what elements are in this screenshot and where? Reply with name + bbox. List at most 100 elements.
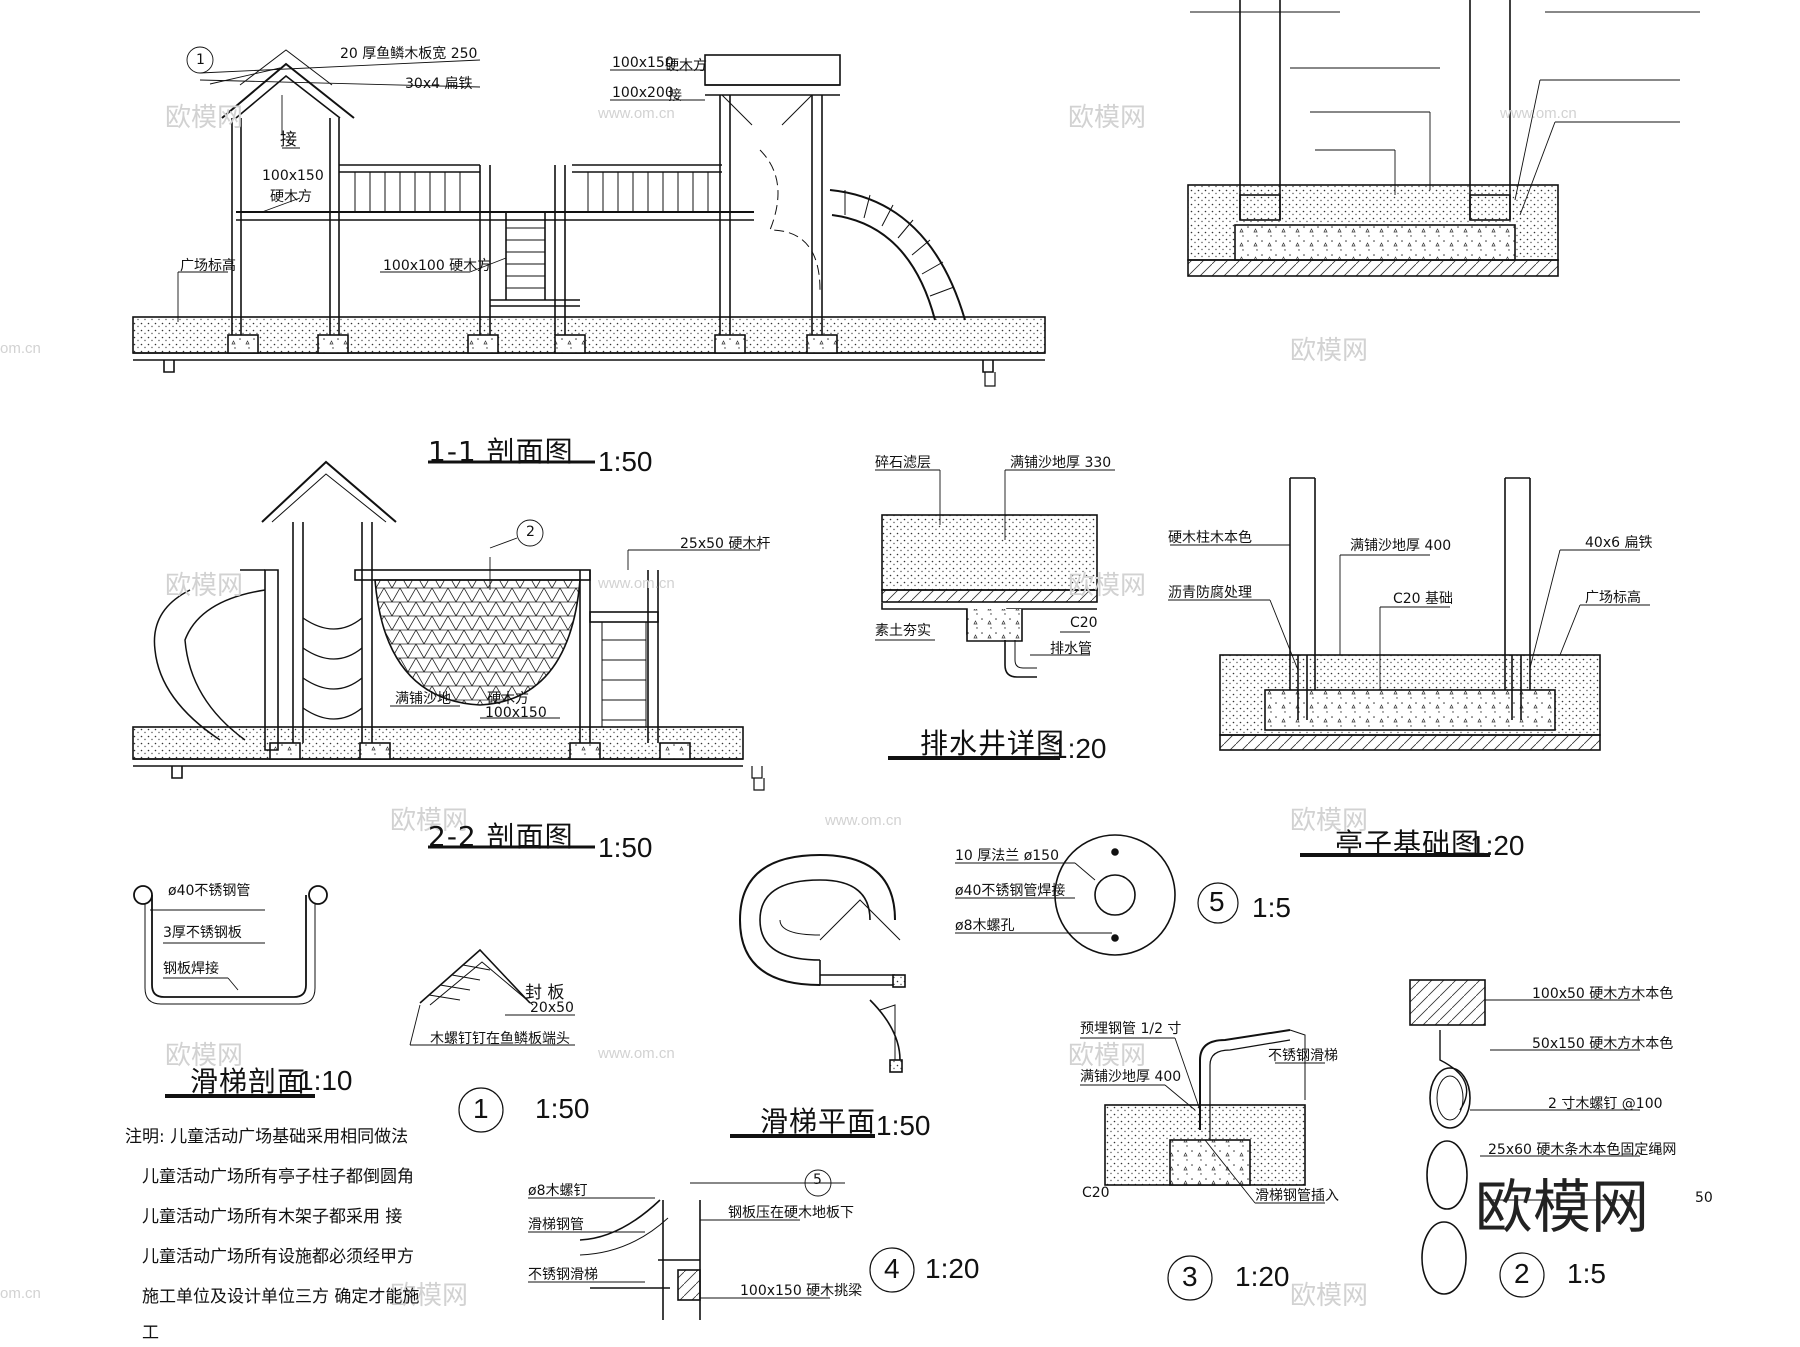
label-c20: C20 基础 (1393, 591, 1454, 607)
label-b: 50x150 硬木方木本色 (1532, 1036, 1674, 1052)
label-top-joint: 接 (668, 88, 682, 104)
note-line: 儿童活动广场所有木架子都采用 接 (142, 1207, 403, 1227)
label-cover-size: 20x50 (530, 1000, 574, 1016)
label-beam: 100x150 硬木挑梁 (740, 1283, 863, 1299)
label-c20: C20 (1082, 1185, 1110, 1201)
watermark-url: www.om.cn (825, 812, 902, 829)
watermark: 欧模网 (1068, 103, 1147, 133)
watermark: 欧模网 (1068, 1041, 1147, 1071)
drain-detail-scale: 1:20 (1052, 733, 1107, 764)
note-line: 工 (142, 1323, 159, 1343)
slide-section-scale: 1:10 (298, 1065, 353, 1096)
label-weld: 钢板焊接 (163, 961, 219, 977)
section-1-1-drawing (132, 46, 1046, 387)
label-e: 50 (1695, 1190, 1713, 1206)
callout-2: 2 (526, 524, 535, 540)
detail-2-drawing (1409, 979, 1640, 1298)
label-column: 硬木柱木本色 (1168, 530, 1252, 546)
section-1-1-title: 1-1 剖面图 (428, 435, 574, 468)
label-iron: 40x6 扁铁 (1585, 535, 1653, 551)
label-slide: 不锈钢滑梯 (1268, 1048, 1338, 1064)
label-plate: 钢板压在硬木地板下 (728, 1205, 854, 1221)
watermark-url: www.om.cn (598, 105, 675, 122)
label-gravel: 碎石滤层 (875, 455, 931, 471)
slide-plan-scale: 1:50 (876, 1110, 931, 1141)
label-rod: 25x50 硬木杆 (680, 536, 771, 552)
watermark-url: om.cn (0, 340, 41, 357)
note-line: 儿童活动广场所有亭子柱子都倒圆角 (142, 1167, 414, 1187)
watermark: 欧模网 (1290, 336, 1369, 366)
watermark-url: www.om.cn (1500, 105, 1577, 122)
callout-5: 5 (813, 1172, 822, 1188)
watermark-url: om.cn (0, 1285, 41, 1302)
detail-5-number: 5 (1209, 886, 1225, 917)
detail-1-drawing (409, 948, 575, 1133)
detail-2-scale: 1:5 (1567, 1258, 1606, 1289)
detail-3-scale: 1:20 (1235, 1261, 1290, 1292)
label-sand: 满铺沙地厚 330 (1010, 455, 1112, 471)
label-slide: 不锈钢滑梯 (528, 1267, 598, 1283)
label-sand-pit: 满铺沙地 (395, 691, 451, 707)
slide-plan-title: 滑梯平面 (760, 1105, 877, 1138)
label-tube-weld: ø40不锈钢管焊接 (955, 883, 1066, 899)
label-flange: 10 厚法兰 ø150 (955, 848, 1060, 864)
label-fish-scale: 20 厚鱼鳞木板宽 250 (340, 46, 478, 62)
watermark: 欧模网 (165, 103, 244, 133)
label-insert: 滑梯钢管插入 (1255, 1188, 1339, 1204)
note-line: 儿童活动广场所有设施都必须经甲方 (142, 1247, 414, 1267)
label-drain-pipe: 排水管 (1050, 641, 1092, 657)
label-plate: 3厚不锈钢板 (163, 925, 242, 941)
watermark-url: www.om.cn (598, 1045, 675, 1062)
slide-section-drawing (133, 885, 328, 1098)
label-compacted: 素土夯实 (875, 623, 931, 639)
label-d: 25x60 硬木条木本色固定绳网 (1488, 1142, 1677, 1158)
top-right-foundation-drawing (1187, 0, 1700, 277)
detail-4-scale: 1:20 (925, 1253, 980, 1284)
watermark: 欧模网 (1290, 806, 1369, 836)
watermark: 欧模网 (1290, 1281, 1369, 1311)
section-1-1-scale: 1:50 (598, 446, 653, 477)
detail-2-number: 2 (1514, 1258, 1530, 1289)
pavilion-foundation-title: 亭子基础图 (1335, 827, 1481, 860)
label-sand: 满铺沙地厚 400 (1350, 538, 1452, 554)
label-c: 2 寸木螺钉 @100 (1548, 1096, 1663, 1112)
label-screw: 木螺钉钉在鱼鳞板端头 (430, 1031, 570, 1047)
label-screw-hole: ø8木螺孔 (955, 918, 1015, 934)
label-top-100x150: 100x150 (612, 55, 674, 71)
label-cover-board: 封 板 (525, 983, 565, 1003)
detail-4-drawing (528, 1169, 915, 1320)
label-hardwood: 硬木方 (487, 691, 529, 707)
section-2-2-drawing (132, 460, 765, 791)
pavilion-foundation-drawing (1168, 477, 1650, 751)
label-tube: ø40不锈钢管 (168, 883, 251, 899)
label-hardwood: 硬木方 (270, 189, 312, 205)
detail-3-drawing (1080, 1029, 1325, 1301)
drain-detail-drawing (875, 469, 1115, 678)
label-plaza-level: 广场标高 (180, 258, 236, 274)
label-c20: C20 (1070, 615, 1098, 631)
label-sand: 满铺沙地厚 400 (1080, 1069, 1182, 1085)
label-hardwood-size: 100x150 (262, 168, 324, 184)
label-top-hardwood: 硬木方 (665, 58, 707, 74)
detail-5-drawing (955, 834, 1239, 956)
label-top-100x200: 100x200 (612, 85, 674, 101)
watermark: 欧模网 (165, 571, 244, 601)
detail-5-scale: 1:5 (1252, 892, 1291, 923)
detail-1-scale: 1:50 (535, 1093, 590, 1124)
slide-section-title: 滑梯剖面 (190, 1065, 307, 1098)
title-underlines (428, 460, 1490, 857)
callout-1: 1 (196, 52, 205, 68)
label-slide-pipe: 滑梯钢管 (528, 1217, 584, 1233)
section-2-2-scale: 1:50 (598, 832, 653, 863)
brand-logo: 欧模网 (1475, 1173, 1650, 1241)
note-line: 施工单位及设计单位三方 确定才能施 (142, 1287, 420, 1307)
label-hardwood-100x100: 100x100 硬木方 (383, 258, 492, 274)
watermark: 欧模网 (390, 806, 469, 836)
note-line: 注明: 儿童活动广场基础采用相同做法 (125, 1127, 409, 1147)
label-a: 100x50 硬木方木本色 (1532, 986, 1674, 1002)
slide-plan-drawing (730, 853, 906, 1138)
watermark: 欧模网 (390, 1281, 469, 1311)
label-joint: 接 (280, 130, 297, 150)
